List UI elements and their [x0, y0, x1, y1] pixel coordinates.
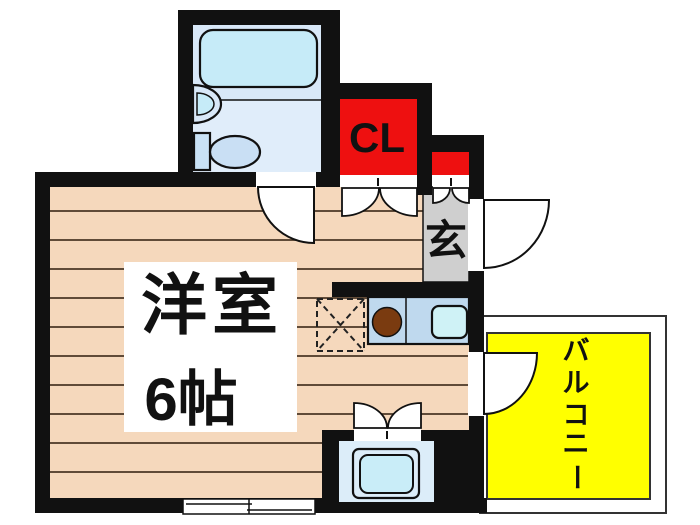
wall-north-room — [35, 172, 193, 187]
closet-door — [341, 175, 418, 217]
shoe-door-leaf-right — [451, 187, 470, 204]
stove-burner-icon — [371, 306, 403, 338]
wall-east-upper — [469, 135, 484, 199]
washing-machine — [339, 441, 434, 502]
bathtub-icon — [198, 28, 319, 89]
washer-alcove-door — [353, 402, 422, 442]
toilet-tank-icon — [192, 131, 212, 172]
toilet-bowl-icon — [208, 134, 262, 170]
room-label: 洋室 6帖 — [124, 262, 297, 433]
entrance-doorway — [468, 199, 485, 271]
closet: CL — [339, 99, 417, 175]
kitchen-counter — [366, 295, 471, 346]
room-door-swing — [256, 186, 315, 245]
bathroom-doorway — [256, 172, 316, 188]
closet-door-track — [342, 175, 417, 188]
balcony-label-char1: バ — [563, 336, 590, 366]
room-label-background — [124, 262, 297, 432]
balcony: バ ル コ ニ ー — [479, 315, 667, 514]
washer-door-leaf-left — [353, 402, 388, 429]
balcony-label-char2: ル — [563, 368, 590, 398]
refrigerator-space-icon — [316, 298, 365, 352]
balcony-label-char4: ニ — [563, 429, 590, 459]
closet-door-leaf-right — [379, 187, 418, 217]
entrance-label: 玄 — [425, 217, 467, 264]
wall-bath-west — [178, 10, 193, 187]
sliding-window — [182, 498, 316, 515]
entrance-door-swing — [483, 199, 551, 270]
wall-west — [35, 172, 50, 513]
wall-closet-east — [417, 83, 432, 195]
washer-drum — [359, 454, 414, 494]
shoe-door-leaf-left — [432, 187, 451, 204]
room-label-line1: 洋室 — [141, 268, 283, 342]
bathroom — [191, 25, 321, 172]
entrance-hall: 玄 — [422, 186, 470, 283]
balcony-label-char3: コ — [563, 400, 590, 430]
wall-closet-north — [321, 83, 432, 99]
shoe-cabinet-box — [431, 152, 469, 175]
room-label-line2: 6帖 — [144, 366, 237, 433]
balcony-door-swing — [483, 352, 539, 416]
wall-bath-north — [178, 10, 340, 25]
balcony-label-char5: ー — [561, 464, 591, 491]
closet-label: CL — [349, 114, 405, 161]
entrance-floor — [422, 186, 470, 283]
kitchen-sink-icon — [430, 304, 469, 340]
balcony-doorway — [468, 352, 485, 416]
closet-box — [339, 99, 417, 175]
washer-door-leaf-right — [387, 402, 422, 429]
shoe-cabinet-door — [432, 175, 470, 204]
closet-door-leaf-left — [341, 187, 380, 217]
wall-kitchen-bar — [332, 282, 484, 297]
wash-basin-bowl — [196, 92, 215, 116]
